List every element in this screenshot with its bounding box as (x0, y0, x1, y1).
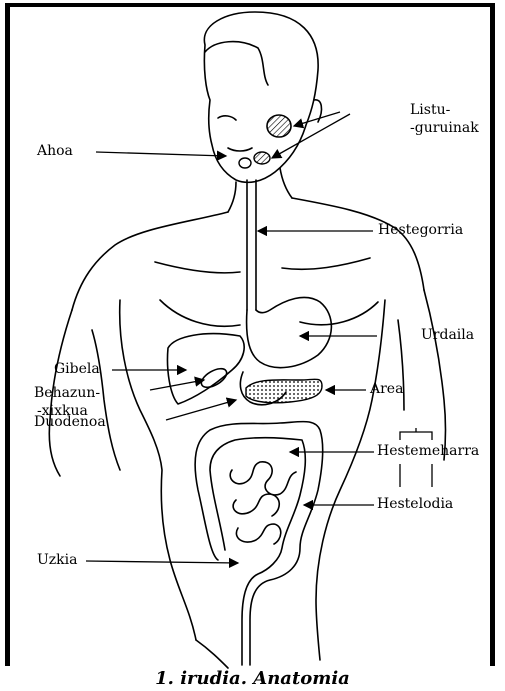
bracket (400, 428, 432, 440)
large-intestine (195, 422, 323, 665)
label-urdaila: Urdaila (421, 327, 474, 343)
chest-line (155, 262, 240, 273)
pointer-ahoa (96, 152, 226, 156)
pec-left (160, 300, 240, 326)
label-behazun-line1: Behazun- (34, 385, 100, 401)
pointer-uzkia (86, 561, 238, 563)
liver (167, 334, 244, 404)
salivary-gland-upper (267, 115, 291, 137)
torso-right (316, 300, 385, 660)
label-area: Area (370, 381, 403, 397)
label-hestegorria: Hestegorria (378, 222, 463, 238)
chest-line-right (282, 258, 370, 269)
pec-right (300, 302, 378, 325)
neck-left (228, 182, 236, 212)
label-duodenoa: Duodenoa (34, 414, 106, 430)
label-ahoa: Ahoa (37, 143, 73, 159)
label-gibela: Gibela (54, 361, 100, 377)
label-uzkia: Uzkia (37, 552, 77, 568)
arm-right-outer (424, 290, 446, 460)
stomach (247, 297, 332, 367)
large-intestine-inner (210, 438, 305, 665)
label-listu-line1: Listu- (410, 102, 450, 118)
shoulder-left (72, 212, 228, 310)
leg-left (196, 640, 228, 668)
pointer-behazun (150, 380, 204, 390)
figure-caption: 1. irudia. Anatomia (0, 668, 505, 689)
eye-left (218, 116, 236, 120)
label-hestelodia: Hestelodia (377, 496, 453, 512)
neck-right (280, 168, 292, 198)
mouth (228, 148, 252, 151)
label-listu-line2: -guruinak (410, 120, 479, 136)
salivary-gland-small (239, 158, 251, 168)
salivary-gland-lower (254, 152, 270, 164)
label-hestemeharra: Hestemeharra (377, 443, 479, 459)
pancreas (246, 379, 322, 403)
shoulder-right (292, 198, 424, 290)
torso-left (120, 300, 196, 640)
hair-line (205, 42, 268, 85)
gallbladder (198, 365, 229, 391)
